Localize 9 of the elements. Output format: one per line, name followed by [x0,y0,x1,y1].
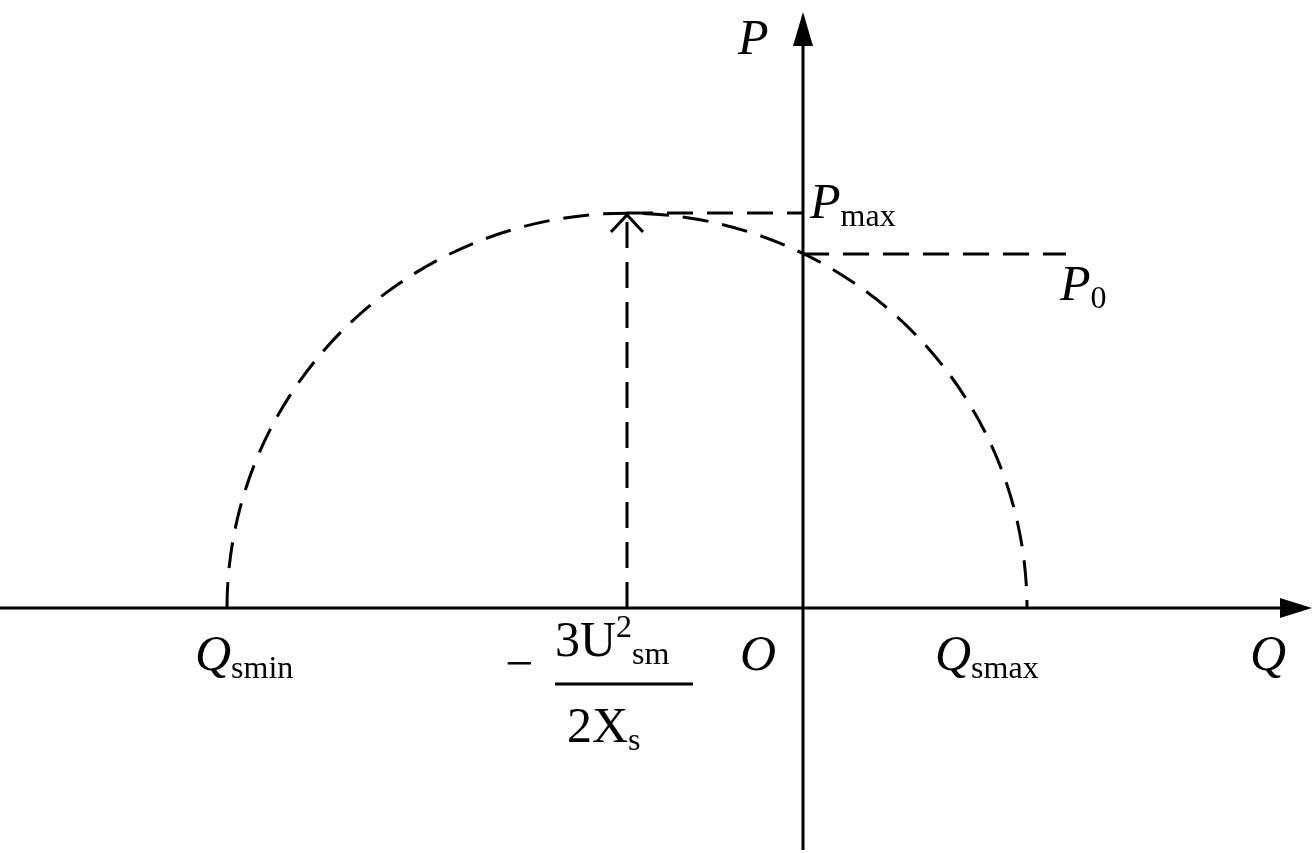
axis-value-label: P$_{max}$ [810,176,896,231]
axis-label: P [738,12,769,62]
axis-label: Q [1250,628,1287,678]
axis-value-label: Q$_{smax}$ [935,628,1039,683]
minus-sign: − [505,638,534,688]
axis-value-label: P$_{0}$ [1060,258,1107,313]
origin-label: O [740,628,777,678]
fraction-denominator: 2X$_{s}$ [567,700,641,755]
axis-value-label: Q$_{smin}$ [195,628,294,683]
